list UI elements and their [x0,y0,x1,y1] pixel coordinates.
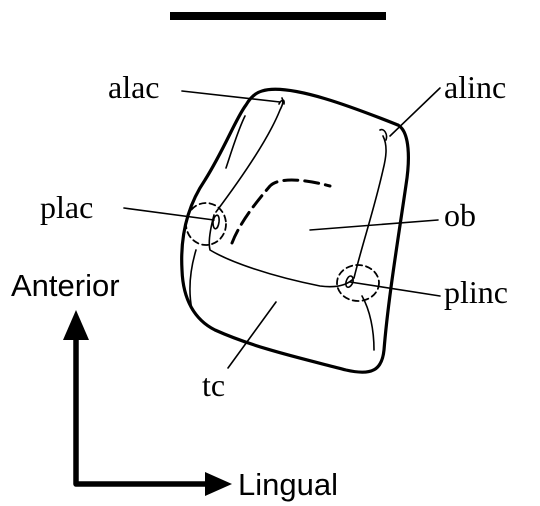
label-alinc: alinc [444,69,506,105]
dashed-ridge [232,180,330,243]
alac-leader [182,91,280,102]
label-lingual: Lingual [238,467,338,502]
posterior-crest-line [209,215,352,287]
lingual-crest-line [354,136,386,278]
tooth-outline [182,89,409,372]
label-ob: ob [444,197,476,233]
anterior-arrowhead [63,310,89,340]
talonid-crease-left [190,250,196,310]
plac-leader [124,208,214,220]
scale-bar [170,12,386,20]
plac-cusp-mark [213,215,219,229]
anterior-crest-line [216,98,283,212]
plac-dashed-circle [186,203,226,245]
talonid-crease-right [362,296,374,350]
lingual-arrowhead [205,472,232,496]
label-alac: alac [108,69,160,105]
alinc-leader [390,88,440,136]
orientation-axes [76,338,216,484]
plinc-leader [350,282,440,296]
label-tc: tc [202,367,225,403]
ob-leader [310,220,438,230]
label-anterior: Anterior [11,268,120,303]
tc-leader [228,302,276,368]
label-plac: plac [40,189,93,225]
label-plinc: plinc [444,274,508,310]
